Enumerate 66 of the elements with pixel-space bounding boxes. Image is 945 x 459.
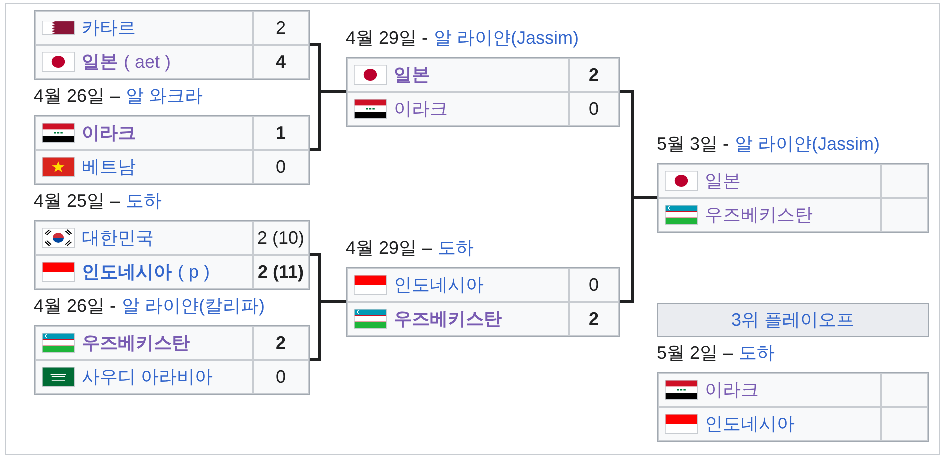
venue-link: 도하 <box>739 343 776 363</box>
result-note: ( aet ) <box>124 51 172 73</box>
team-name: 이라크 <box>394 98 448 120</box>
team-name: 인도네시아 <box>705 413 795 435</box>
team-name: 인도네시아 <box>82 261 172 283</box>
venue-link: 알 라이얀(칼리파) <box>122 296 266 316</box>
match-box <box>34 325 310 395</box>
match-date: 4월 29일 - <box>346 28 428 48</box>
match-box <box>34 220 310 290</box>
team-row <box>347 268 619 302</box>
team-row <box>35 150 309 184</box>
team-name: 사우디 아라비아 <box>82 366 214 388</box>
venue-link: 알 와크라 <box>126 86 204 106</box>
team-row <box>658 373 928 407</box>
bracket-connector <box>310 300 346 362</box>
team-row <box>35 11 309 45</box>
venue-link: 알 라이얀(Jassim) <box>434 28 580 48</box>
match-box <box>346 267 620 337</box>
match-date: 4월 25일 – <box>34 191 120 211</box>
bracket-connector <box>620 196 657 304</box>
team-name: 우즈베키스탄 <box>394 308 502 330</box>
team-name: 일본 <box>394 64 430 86</box>
venue-link: 알 라이얀(Jassim) <box>735 134 880 154</box>
score: 0 <box>568 93 618 125</box>
match-box <box>34 115 310 185</box>
team-name: 우즈베키스탄 <box>82 332 190 354</box>
round-heading: 3위 플레이오프 <box>657 303 929 337</box>
match-box <box>34 10 310 80</box>
team-row <box>658 198 928 232</box>
team-name: 우즈베키스탄 <box>705 204 813 226</box>
team-name: 일본 <box>82 51 118 73</box>
score: 0 <box>252 151 308 183</box>
match-box <box>657 163 929 233</box>
score: 0 <box>252 361 308 393</box>
match-date: 4월 26일 - <box>34 296 116 316</box>
team-name: 베트남 <box>82 156 136 178</box>
match-date: 4월 29일 – <box>346 238 432 258</box>
score: 2 <box>568 303 618 335</box>
team-row <box>35 221 309 255</box>
team-name: 이라크 <box>705 379 759 401</box>
team-name: 이라크 <box>82 122 136 144</box>
score: 2 (11) <box>252 256 308 288</box>
bracket-connector <box>310 90 346 152</box>
team-row <box>658 164 928 198</box>
match-date: 5월 2일 – <box>657 343 734 363</box>
score: 4 <box>252 46 308 78</box>
match-date: 4월 26일 – <box>34 86 120 106</box>
venue-link: 도하 <box>438 238 474 258</box>
team-row <box>35 45 309 79</box>
team-row <box>347 58 619 92</box>
team-row <box>35 255 309 289</box>
result-note: ( p ) <box>178 261 210 283</box>
team-name: 대한민국 <box>82 227 154 249</box>
team-row <box>347 302 619 336</box>
venue-link: 도하 <box>126 191 162 211</box>
team-row <box>35 326 309 360</box>
team-name: 인도네시아 <box>394 274 484 296</box>
team-row <box>658 407 928 441</box>
match-box <box>346 57 620 127</box>
team-row <box>347 92 619 126</box>
match-box <box>657 372 929 442</box>
team-row <box>35 360 309 394</box>
match-date: 5월 3일 - <box>657 134 730 154</box>
team-row <box>35 116 309 150</box>
team-name: 일본 <box>705 170 741 192</box>
team-name: 카타르 <box>82 17 136 39</box>
